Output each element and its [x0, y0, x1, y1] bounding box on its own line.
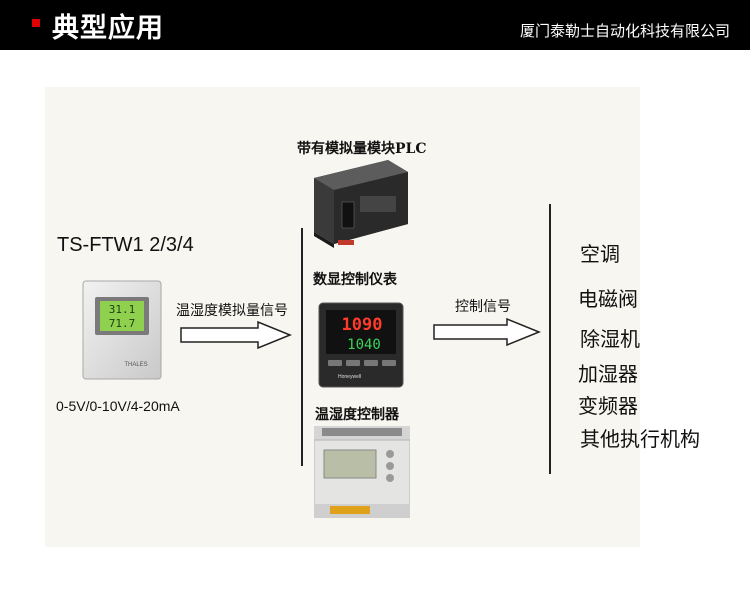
sensor-display-bottom: 71.7 [109, 317, 136, 330]
sensor-output-range: 0-5V/0-10V/4-20mA [56, 398, 180, 414]
meter-display-bottom: 1040 [347, 337, 381, 353]
sensor-display-top: 31.1 [109, 303, 136, 316]
actuator-item: 电磁阀 [578, 287, 638, 311]
actuator-item: 变频器 [578, 394, 638, 418]
input-arrow [180, 321, 292, 349]
controller-caption: 温湿度控制器 [315, 407, 399, 423]
output-arrow [433, 318, 541, 346]
meter-brand: Honeywell [338, 374, 361, 380]
left-bracket-line [301, 228, 303, 466]
actuator-item: 加湿器 [578, 362, 638, 386]
output-signal-label: 控制信号 [455, 299, 511, 315]
header-accent-marker [32, 19, 40, 27]
plc-image [314, 160, 408, 248]
right-bracket-line [549, 204, 551, 474]
actuator-item: 除湿机 [580, 327, 640, 351]
company-name: 厦门泰勒士自动化科技有限公司 [519, 22, 730, 40]
actuator-item: 空调 [580, 242, 620, 266]
meter-image: 1090 1040 Honeywell [318, 302, 404, 388]
plc-caption: 带有模拟量模块PLC [297, 141, 427, 157]
sensor-brand: THALES [124, 362, 147, 368]
meter-display-top: 1090 [342, 315, 383, 335]
sensor-model-label: TS-FTW1 2/3/4 [57, 234, 194, 256]
sensor-image: 31.1 71.7 THALES [82, 280, 162, 380]
header-bar: 典型应用 厦门泰勒士自动化科技有限公司 [0, 0, 750, 50]
actuator-item: 其他执行机构 [580, 427, 700, 451]
page-title: 典型应用 [52, 13, 164, 44]
controller-image [314, 426, 410, 518]
input-signal-label: 温湿度模拟量信号 [176, 303, 288, 319]
meter-caption: 数显控制仪表 [313, 272, 397, 288]
